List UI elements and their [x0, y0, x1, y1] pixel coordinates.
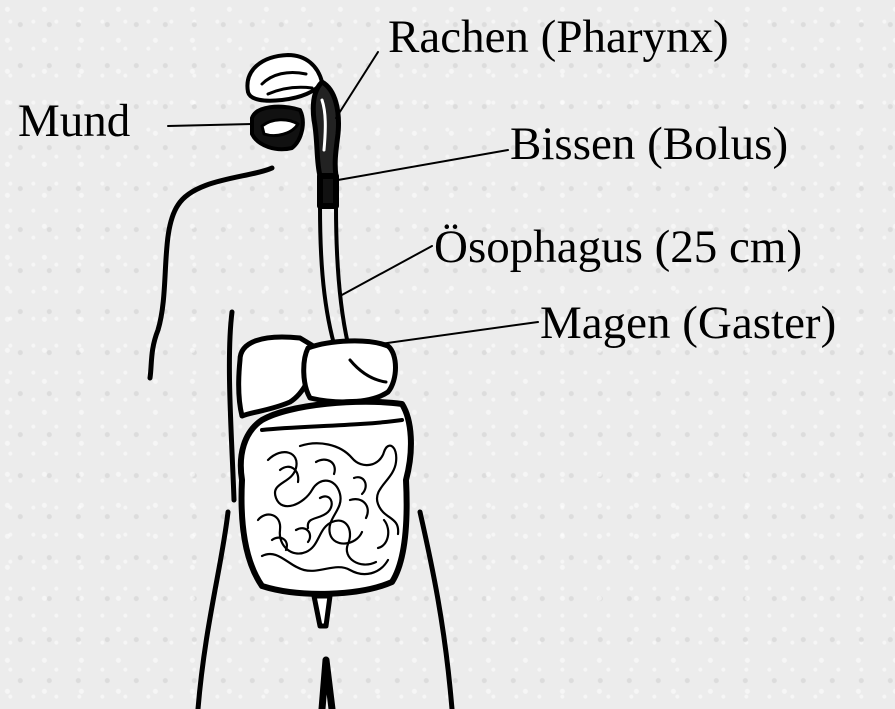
label-mouth: Mund: [18, 98, 130, 145]
left-torso-outline: [229, 312, 234, 500]
nasal-cavity: [247, 55, 322, 101]
leader-lines: [168, 52, 538, 344]
label-pharynx: Rachen (Pharynx): [388, 14, 729, 61]
head-region: [247, 55, 338, 176]
esophagus-right-wall: [336, 206, 348, 344]
mouth-leader-line: [168, 124, 252, 126]
stomach-leader-line: [380, 322, 538, 344]
stomach: [304, 341, 396, 402]
rectum: [314, 596, 330, 626]
esophagus: [320, 176, 348, 344]
pharynx-leader-line: [336, 52, 378, 118]
esophagus-leader-line: [340, 246, 432, 296]
label-esophagus: Ösophagus (25 cm): [434, 224, 802, 271]
bolus-leader-line: [338, 150, 508, 180]
left-hip-leg-outline: [198, 512, 228, 709]
label-stomach: Magen (Gaster): [540, 300, 836, 347]
label-bolus: Bissen (Bolus): [510, 121, 788, 168]
esophagus-left-wall: [320, 206, 334, 344]
right-hip-leg-outline: [420, 512, 452, 709]
esophagus-upper-bolus: [320, 176, 336, 206]
groin-outline: [322, 660, 332, 709]
